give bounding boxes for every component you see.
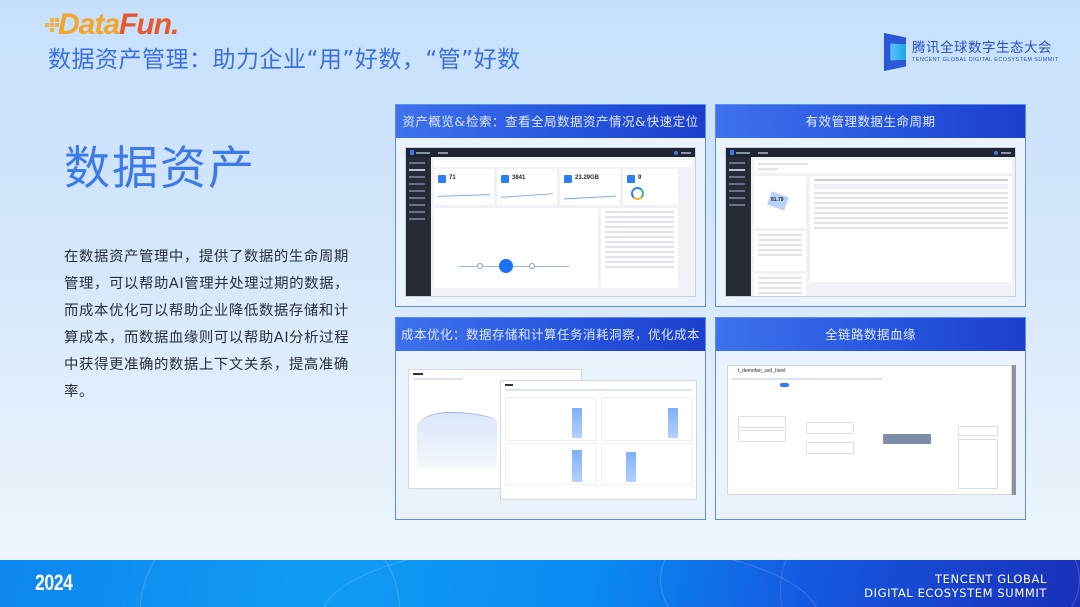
panel-lifecycle: 有效管理数据生命周期 81.79	[715, 104, 1026, 307]
footer-summit-line1: TENCENT GLOBAL	[935, 572, 1047, 586]
logo-en-text: TENCENT GLOBAL DIGITAL ECOSYSTEM SUMMIT	[912, 56, 1059, 63]
panel-cost-optimization: 成本优化：数据存储和计算任务消耗洞察，优化成本	[395, 317, 706, 520]
screenshot-asset-overview: 71 3841 23.29GB 9	[405, 147, 696, 297]
panel-title: 资产概览&检索：查看全局数据资产情况&快速定位	[396, 105, 705, 138]
footer-banner: 2024 TENCENT GLOBAL DIGITAL ECOSYSTEM SU…	[0, 560, 1080, 607]
tencent-mark-icon	[884, 33, 906, 71]
footer-summit-line2: DIGITAL ECOSYSTEM SUMMIT	[864, 586, 1047, 600]
panel-title: 有效管理数据生命周期	[716, 105, 1025, 138]
slide-title: 数据资产管理：助力企业“用”好数，“管”好数	[48, 47, 521, 73]
panel-title: 全链路数据血缘	[716, 318, 1025, 351]
section-description: 在数据资产管理中，提供了数据的生命周期管理，可以帮助AI管理并处理过期的数据，而…	[64, 249, 350, 400]
panel-data-lineage: 全链路数据血缘 t_demofan_ssd_hiveI	[715, 317, 1026, 520]
screenshot-data-lineage: t_demofan_ssd_hiveI	[725, 360, 1016, 510]
datafun-logo: DataFun.	[44, 10, 179, 40]
screenshot-lifecycle: 81.79	[725, 147, 1016, 297]
panel-title: 成本优化：数据存储和计算任务消耗洞察，优化成本	[396, 318, 705, 351]
logo-dots-icon	[44, 18, 60, 32]
section-heading: 数据资产	[64, 141, 256, 195]
tencent-summit-logo: 腾讯全球数字生态大会 TENCENT GLOBAL DIGITAL ECOSYS…	[884, 33, 1058, 71]
logo-cn-text: 腾讯全球数字生态大会	[912, 39, 1052, 56]
footer-year: 2024	[35, 570, 73, 595]
screenshot-cost-optimization	[405, 360, 697, 510]
panel-asset-overview: 资产概览&检索：查看全局数据资产情况&快速定位 71 3841	[395, 104, 706, 307]
